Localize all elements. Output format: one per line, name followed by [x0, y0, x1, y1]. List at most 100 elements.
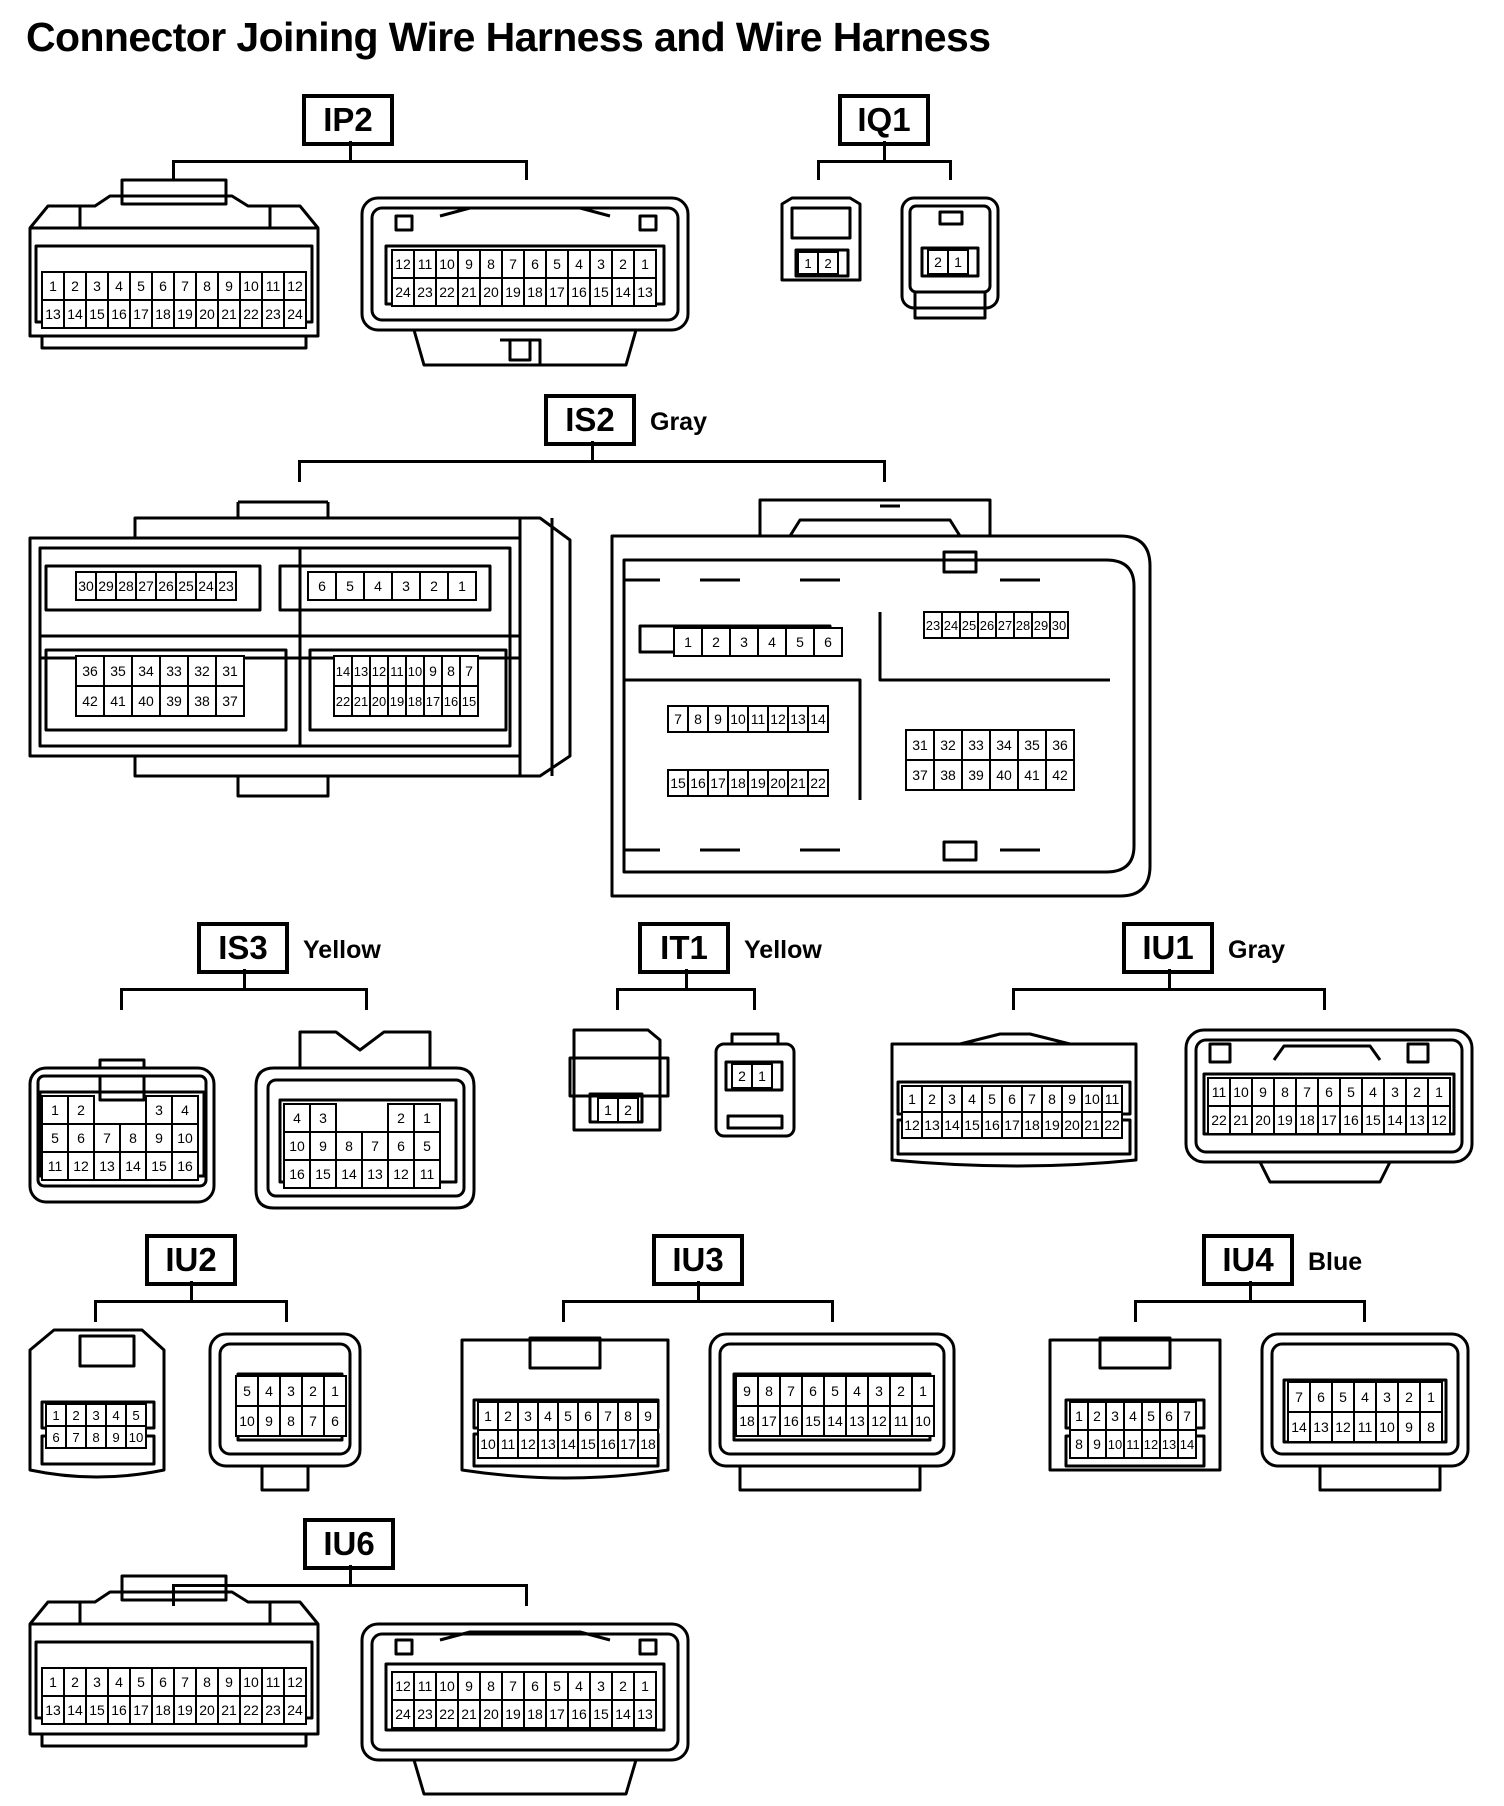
- pin-number: 21: [1084, 1117, 1100, 1133]
- pin-number: 5: [132, 1408, 139, 1423]
- pin-number: 15: [670, 775, 686, 791]
- bracket-iq1: [817, 141, 952, 180]
- pin-number: 36: [1052, 737, 1068, 753]
- pin-number: 34: [138, 663, 154, 679]
- pin-number: 7: [509, 1678, 517, 1694]
- pin-number: 20: [770, 775, 786, 791]
- pin-number: 16: [690, 775, 706, 791]
- pin-number: 3: [92, 1408, 99, 1423]
- pin-cell: [751, 1063, 773, 1089]
- pin-number: 5: [1339, 1389, 1347, 1405]
- pin-number: 18: [155, 1702, 171, 1718]
- pin-number: 7: [509, 256, 517, 272]
- pin-number: 21: [354, 694, 368, 709]
- connector-tag-it1: IT1: [638, 922, 730, 974]
- pin-number: 23: [417, 284, 433, 300]
- connector-tag-iu6: IU6: [303, 1518, 395, 1570]
- pin-number: 8: [487, 256, 495, 272]
- pin-cell: [75, 685, 105, 717]
- pin-number: 1: [51, 1102, 59, 1118]
- pin-number: 1: [458, 578, 466, 594]
- pin-number: 3: [948, 1091, 956, 1107]
- pin-number: 7: [103, 1130, 111, 1146]
- pin-number: 16: [177, 1158, 193, 1174]
- pin-number: 3: [740, 634, 748, 650]
- pin-number: 32: [194, 663, 210, 679]
- pin-number: 10: [1084, 1091, 1100, 1107]
- pin-cell: [309, 1103, 337, 1133]
- pin-number: 8: [624, 1408, 632, 1424]
- pin-number: 24: [395, 284, 411, 300]
- pin-number: 22: [1211, 1112, 1227, 1128]
- pin-number: 2: [738, 1068, 746, 1084]
- pin-cell: [307, 571, 337, 601]
- pin-number: 41: [1024, 767, 1040, 783]
- pin-cell: [125, 1425, 147, 1449]
- pin-number: 19: [177, 306, 193, 322]
- pin-number: 11: [1358, 1419, 1373, 1435]
- pin-number: 5: [423, 1138, 431, 1154]
- pin-number: 9: [112, 1430, 119, 1445]
- pin-number: 6: [1325, 1084, 1333, 1100]
- pin-number: 15: [315, 1166, 331, 1182]
- pin-number: 11: [266, 1674, 281, 1690]
- pin-number: 12: [395, 256, 411, 272]
- connector-is2-female-housing: [610, 498, 1152, 898]
- pin-number: 2: [619, 256, 627, 272]
- pin-number: 22: [243, 1702, 259, 1718]
- pin-number: 3: [93, 1674, 101, 1690]
- pin-number: 13: [45, 306, 61, 322]
- pin-number: 40: [138, 693, 154, 709]
- pin-cell: [817, 251, 839, 275]
- pin-number: 11: [390, 664, 403, 679]
- pin-number: 14: [810, 711, 826, 727]
- pin-number: 4: [293, 1110, 301, 1126]
- pin-number: 2: [430, 578, 438, 594]
- pin-number: 8: [1075, 1436, 1083, 1452]
- pin-cell: [215, 571, 237, 601]
- pin-number: 7: [181, 278, 189, 294]
- pin-number: 38: [194, 693, 210, 709]
- pin-number: 1: [604, 1102, 612, 1118]
- pin-number: 16: [111, 306, 127, 322]
- pin-number: 7: [674, 711, 682, 727]
- pin-cell: [159, 685, 189, 717]
- pin-number: 11: [1212, 1084, 1227, 1100]
- pin-cell: [459, 685, 479, 717]
- pin-number: 7: [371, 1138, 379, 1154]
- pin-number: 16: [571, 1706, 587, 1722]
- pin-number: 2: [77, 1102, 85, 1118]
- pin-cell: [103, 685, 133, 717]
- pin-number: 18: [640, 1436, 656, 1452]
- pin-number: 10: [243, 1674, 259, 1690]
- pin-number: 1: [1427, 1389, 1435, 1405]
- pin-number: 5: [137, 278, 145, 294]
- pin-cell: [933, 729, 963, 761]
- pin-number: 16: [289, 1166, 305, 1182]
- pin-number: 10: [730, 711, 746, 727]
- connector-tag-iq1: IQ1: [838, 94, 930, 146]
- pin-number: 18: [527, 1706, 543, 1722]
- pin-number: 20: [199, 1702, 215, 1718]
- pin-number: 9: [225, 278, 233, 294]
- bracket-iu1: [1012, 969, 1326, 1010]
- pin-number: 1: [1435, 1084, 1443, 1100]
- pin-number: 7: [72, 1430, 79, 1445]
- pin-number: 15: [805, 1413, 821, 1429]
- pin-cell: [1017, 729, 1047, 761]
- pin-number: 14: [560, 1436, 576, 1452]
- pin-cell: [413, 1159, 441, 1189]
- pin-number: 4: [265, 1383, 273, 1399]
- pin-number: 15: [593, 1706, 609, 1722]
- pin-number: 12: [287, 1674, 303, 1690]
- pin-number: 28: [1016, 618, 1030, 633]
- pin-number: 19: [505, 284, 521, 300]
- pin-number: 3: [1391, 1084, 1399, 1100]
- pin-number: 33: [968, 737, 984, 753]
- pin-number: 4: [853, 1383, 861, 1399]
- pin-number: 21: [1233, 1112, 1249, 1128]
